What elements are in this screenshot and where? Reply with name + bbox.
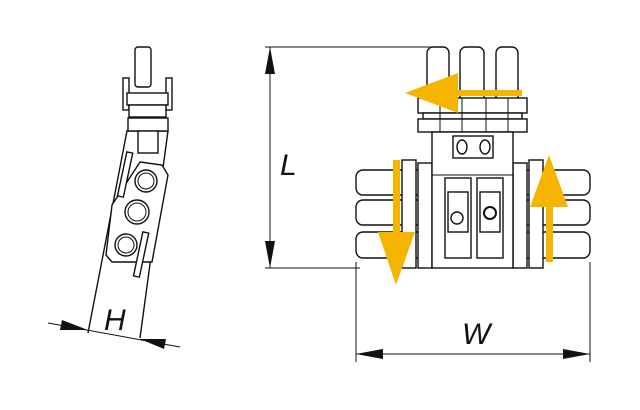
l-label: L <box>280 149 297 182</box>
h-arrowhead-left <box>60 320 88 330</box>
side-clip-right <box>132 231 150 278</box>
l-dimension: L <box>265 46 430 269</box>
side-nut-1 <box>126 92 169 106</box>
h-label: H <box>104 304 126 337</box>
arrow-left <box>405 73 522 113</box>
top-nut-2 <box>417 118 528 133</box>
arrow-up <box>530 155 568 262</box>
side-clip-left <box>116 151 134 198</box>
arrow-down <box>378 160 415 285</box>
screw-left <box>450 211 464 225</box>
side-hole-2 <box>124 199 150 225</box>
w-label: W <box>462 318 493 351</box>
w-dimension: W <box>355 262 591 362</box>
top-washer <box>422 112 523 120</box>
side-pin <box>134 46 152 88</box>
left-plate-2 <box>417 162 433 269</box>
side-stem <box>137 130 159 154</box>
h-arrowhead-right <box>140 339 166 349</box>
side-nut-3 <box>127 117 169 132</box>
right-plate-1 <box>512 162 528 269</box>
side-nut-2 <box>128 104 167 118</box>
right-plate-2 <box>528 159 544 269</box>
side-view: H <box>47 46 181 349</box>
motion-arrows <box>378 73 568 285</box>
